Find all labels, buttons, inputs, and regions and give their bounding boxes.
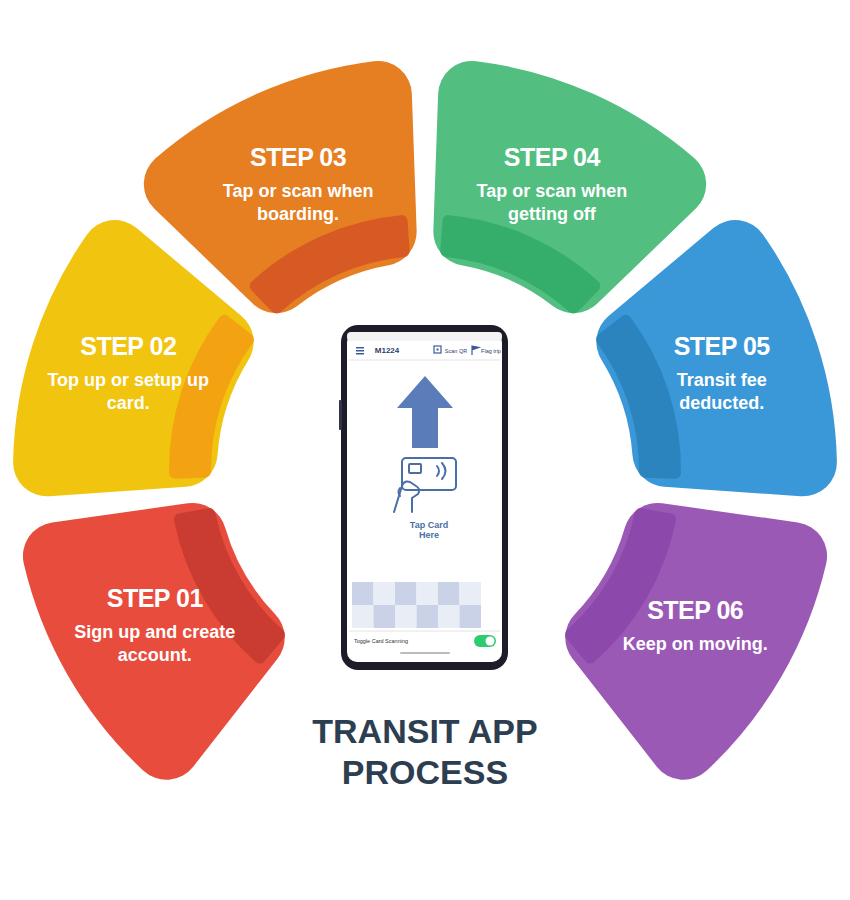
step-number: STEP 01	[66, 584, 244, 613]
step-number: STEP 04	[463, 143, 641, 172]
screen-label: M1224	[375, 346, 399, 355]
step-description: Transit fee deducted.	[633, 369, 811, 416]
screen-label: Tap Card Here	[406, 520, 452, 541]
segment-fill	[144, 61, 417, 313]
step-text: STEP 04 Tap or scan when getting off	[463, 143, 641, 227]
step-text: STEP 05 Transit fee deducted.	[633, 332, 811, 416]
step-description: Sign up and create account.	[66, 621, 244, 668]
screen-label: Toggle Card Scanning	[354, 638, 408, 644]
step-description: Top up or setup up card.	[39, 369, 217, 416]
segment-fill	[565, 503, 827, 780]
segment-fill	[23, 503, 285, 780]
step-number: STEP 06	[606, 596, 784, 625]
step-text: STEP 01 Sign up and create account.	[66, 584, 244, 668]
step-text: STEP 06 Keep on moving.	[606, 596, 784, 656]
screen-label: Flag trip	[481, 348, 501, 354]
segment-fill	[596, 220, 837, 496]
segment-band	[250, 215, 410, 314]
step-text: STEP 03 Tap or scan when boarding.	[209, 143, 387, 227]
step-description: Keep on moving.	[606, 633, 784, 656]
step-segment: STEP 03 Tap or scan when boarding.	[126, 56, 420, 328]
step-number: STEP 05	[633, 332, 811, 361]
step-segment: STEP 06 Keep on moving.	[551, 496, 835, 797]
diagram-title: TRANSIT APP PROCESS	[290, 711, 560, 793]
segment-band	[440, 215, 600, 314]
step-description: Tap or scan when boarding.	[209, 180, 387, 227]
step-description: Tap or scan when getting off	[463, 180, 641, 227]
step-number: STEP 03	[209, 143, 387, 172]
segment-band	[596, 315, 681, 479]
step-segment: STEP 05 Transit fee deducted.	[582, 203, 839, 501]
step-text: STEP 02 Top up or setup up card.	[39, 332, 217, 416]
screen-label: Scan QR	[445, 348, 467, 354]
step-number: STEP 02	[39, 332, 217, 361]
step-segment: STEP 01 Sign up and create account.	[15, 496, 299, 797]
segment-band	[169, 315, 254, 479]
